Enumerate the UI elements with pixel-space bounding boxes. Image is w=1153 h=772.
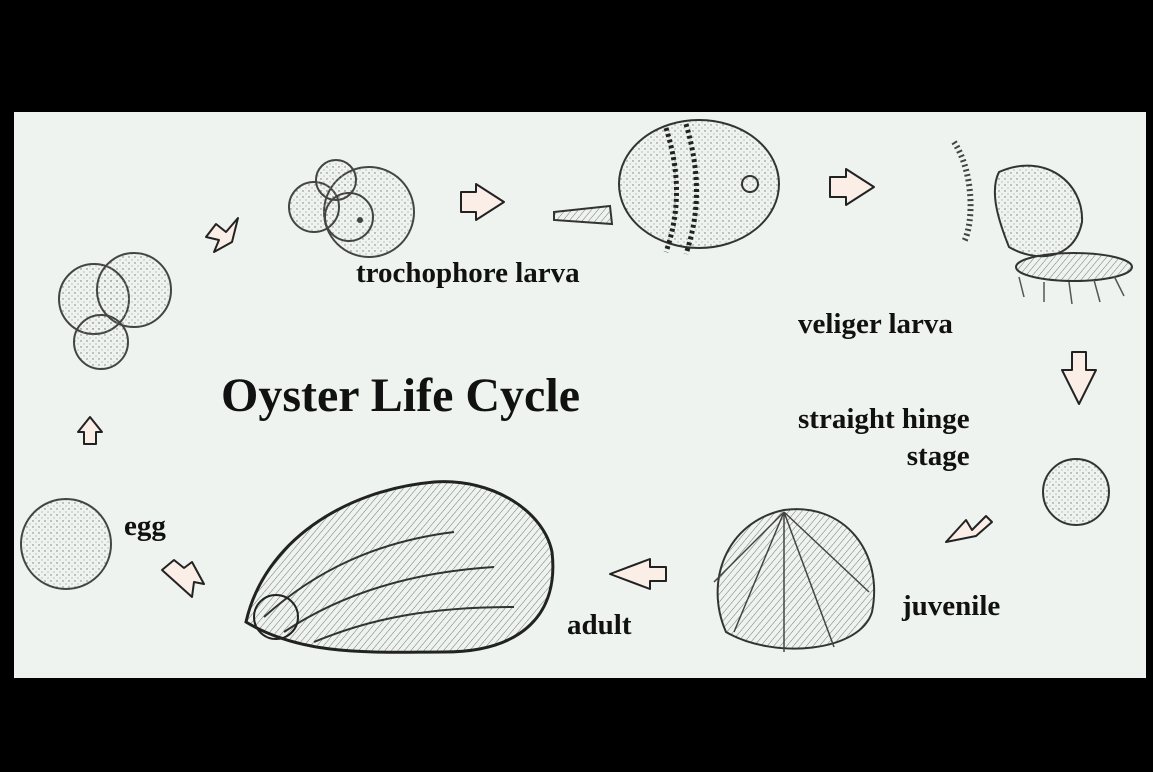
three-cell-embryo-illustration xyxy=(59,253,171,369)
label-veliger-larva: veliger larva xyxy=(798,308,953,341)
adult-oyster-illustration xyxy=(246,482,553,653)
arrow-icon xyxy=(610,559,666,589)
label-straight-hinge-stage: straight hinge stage xyxy=(798,401,970,475)
veliger-larva-illustration xyxy=(954,142,1132,304)
label-straight-hinge-line1: straight hinge xyxy=(798,401,970,438)
arrow-icon xyxy=(830,169,874,205)
label-juvenile: juvenile xyxy=(902,590,1000,623)
label-trochophore-larva: trochophore larva xyxy=(356,257,580,290)
diagram-panel: Oyster Life Cycle trochophore larva veli… xyxy=(14,112,1146,678)
straight-hinge-larva-illustration xyxy=(1043,459,1109,525)
arrow-icon xyxy=(206,218,238,252)
label-egg: egg xyxy=(124,510,166,543)
arrow-icon xyxy=(78,417,102,444)
label-adult: adult xyxy=(567,609,631,642)
arrow-icon xyxy=(461,184,504,220)
arrow-icon xyxy=(946,516,992,542)
arrow-icon xyxy=(1062,352,1096,404)
diagram-title: Oyster Life Cycle xyxy=(221,368,580,423)
trochophore-larva-illustration xyxy=(554,120,779,254)
label-straight-hinge-line2: stage xyxy=(798,438,970,475)
cleavage-embryo-illustration xyxy=(289,160,414,257)
arrow-icon xyxy=(162,560,204,597)
juvenile-oyster-illustration xyxy=(714,509,874,652)
egg-illustration xyxy=(21,499,111,589)
